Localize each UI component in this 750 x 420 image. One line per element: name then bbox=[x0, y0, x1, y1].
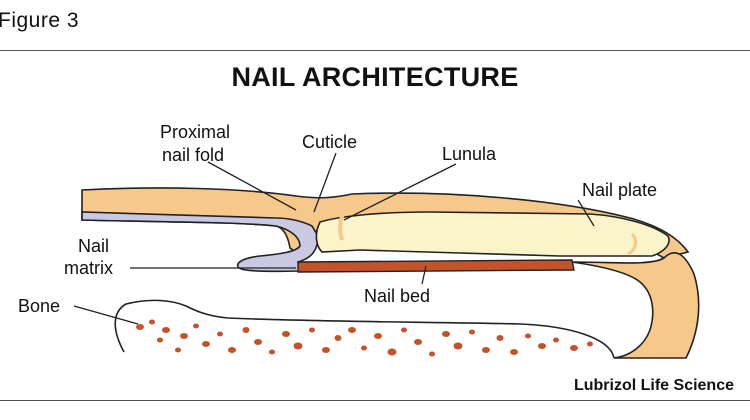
label-bone: Bone bbox=[18, 296, 60, 316]
credit-text: Lubrizol Life Science bbox=[573, 377, 734, 394]
label-nail-matrix-line2: matrix bbox=[64, 258, 113, 278]
bone-dots bbox=[136, 319, 593, 357]
nail-matrix bbox=[81, 211, 319, 273]
label-proximal-nail-fold-line1: Proximal bbox=[160, 122, 230, 142]
label-lunula: Lunula bbox=[442, 144, 497, 164]
nail-plate-tip bbox=[627, 232, 637, 256]
label-nail-plate: Nail plate bbox=[582, 180, 657, 200]
label-cuticle: Cuticle bbox=[302, 132, 357, 152]
lunula-arc bbox=[338, 204, 352, 241]
figure-label: Figure 3 bbox=[0, 9, 80, 32]
leader-lines bbox=[73, 152, 595, 325]
label-nail-bed: Nail bed bbox=[364, 286, 430, 306]
label-nail-matrix-line1: Nail bbox=[78, 236, 109, 256]
label-proximal-nail-fold-line2: nail fold bbox=[162, 145, 224, 165]
top-divider bbox=[0, 50, 750, 51]
skin-tip bbox=[571, 252, 700, 359]
nail-plate bbox=[315, 211, 670, 257]
bone-outline bbox=[114, 299, 615, 359]
bottom-divider bbox=[0, 400, 750, 401]
nail-bed bbox=[297, 259, 575, 273]
diagram-title: NAIL ARCHITECTURE bbox=[231, 62, 519, 92]
